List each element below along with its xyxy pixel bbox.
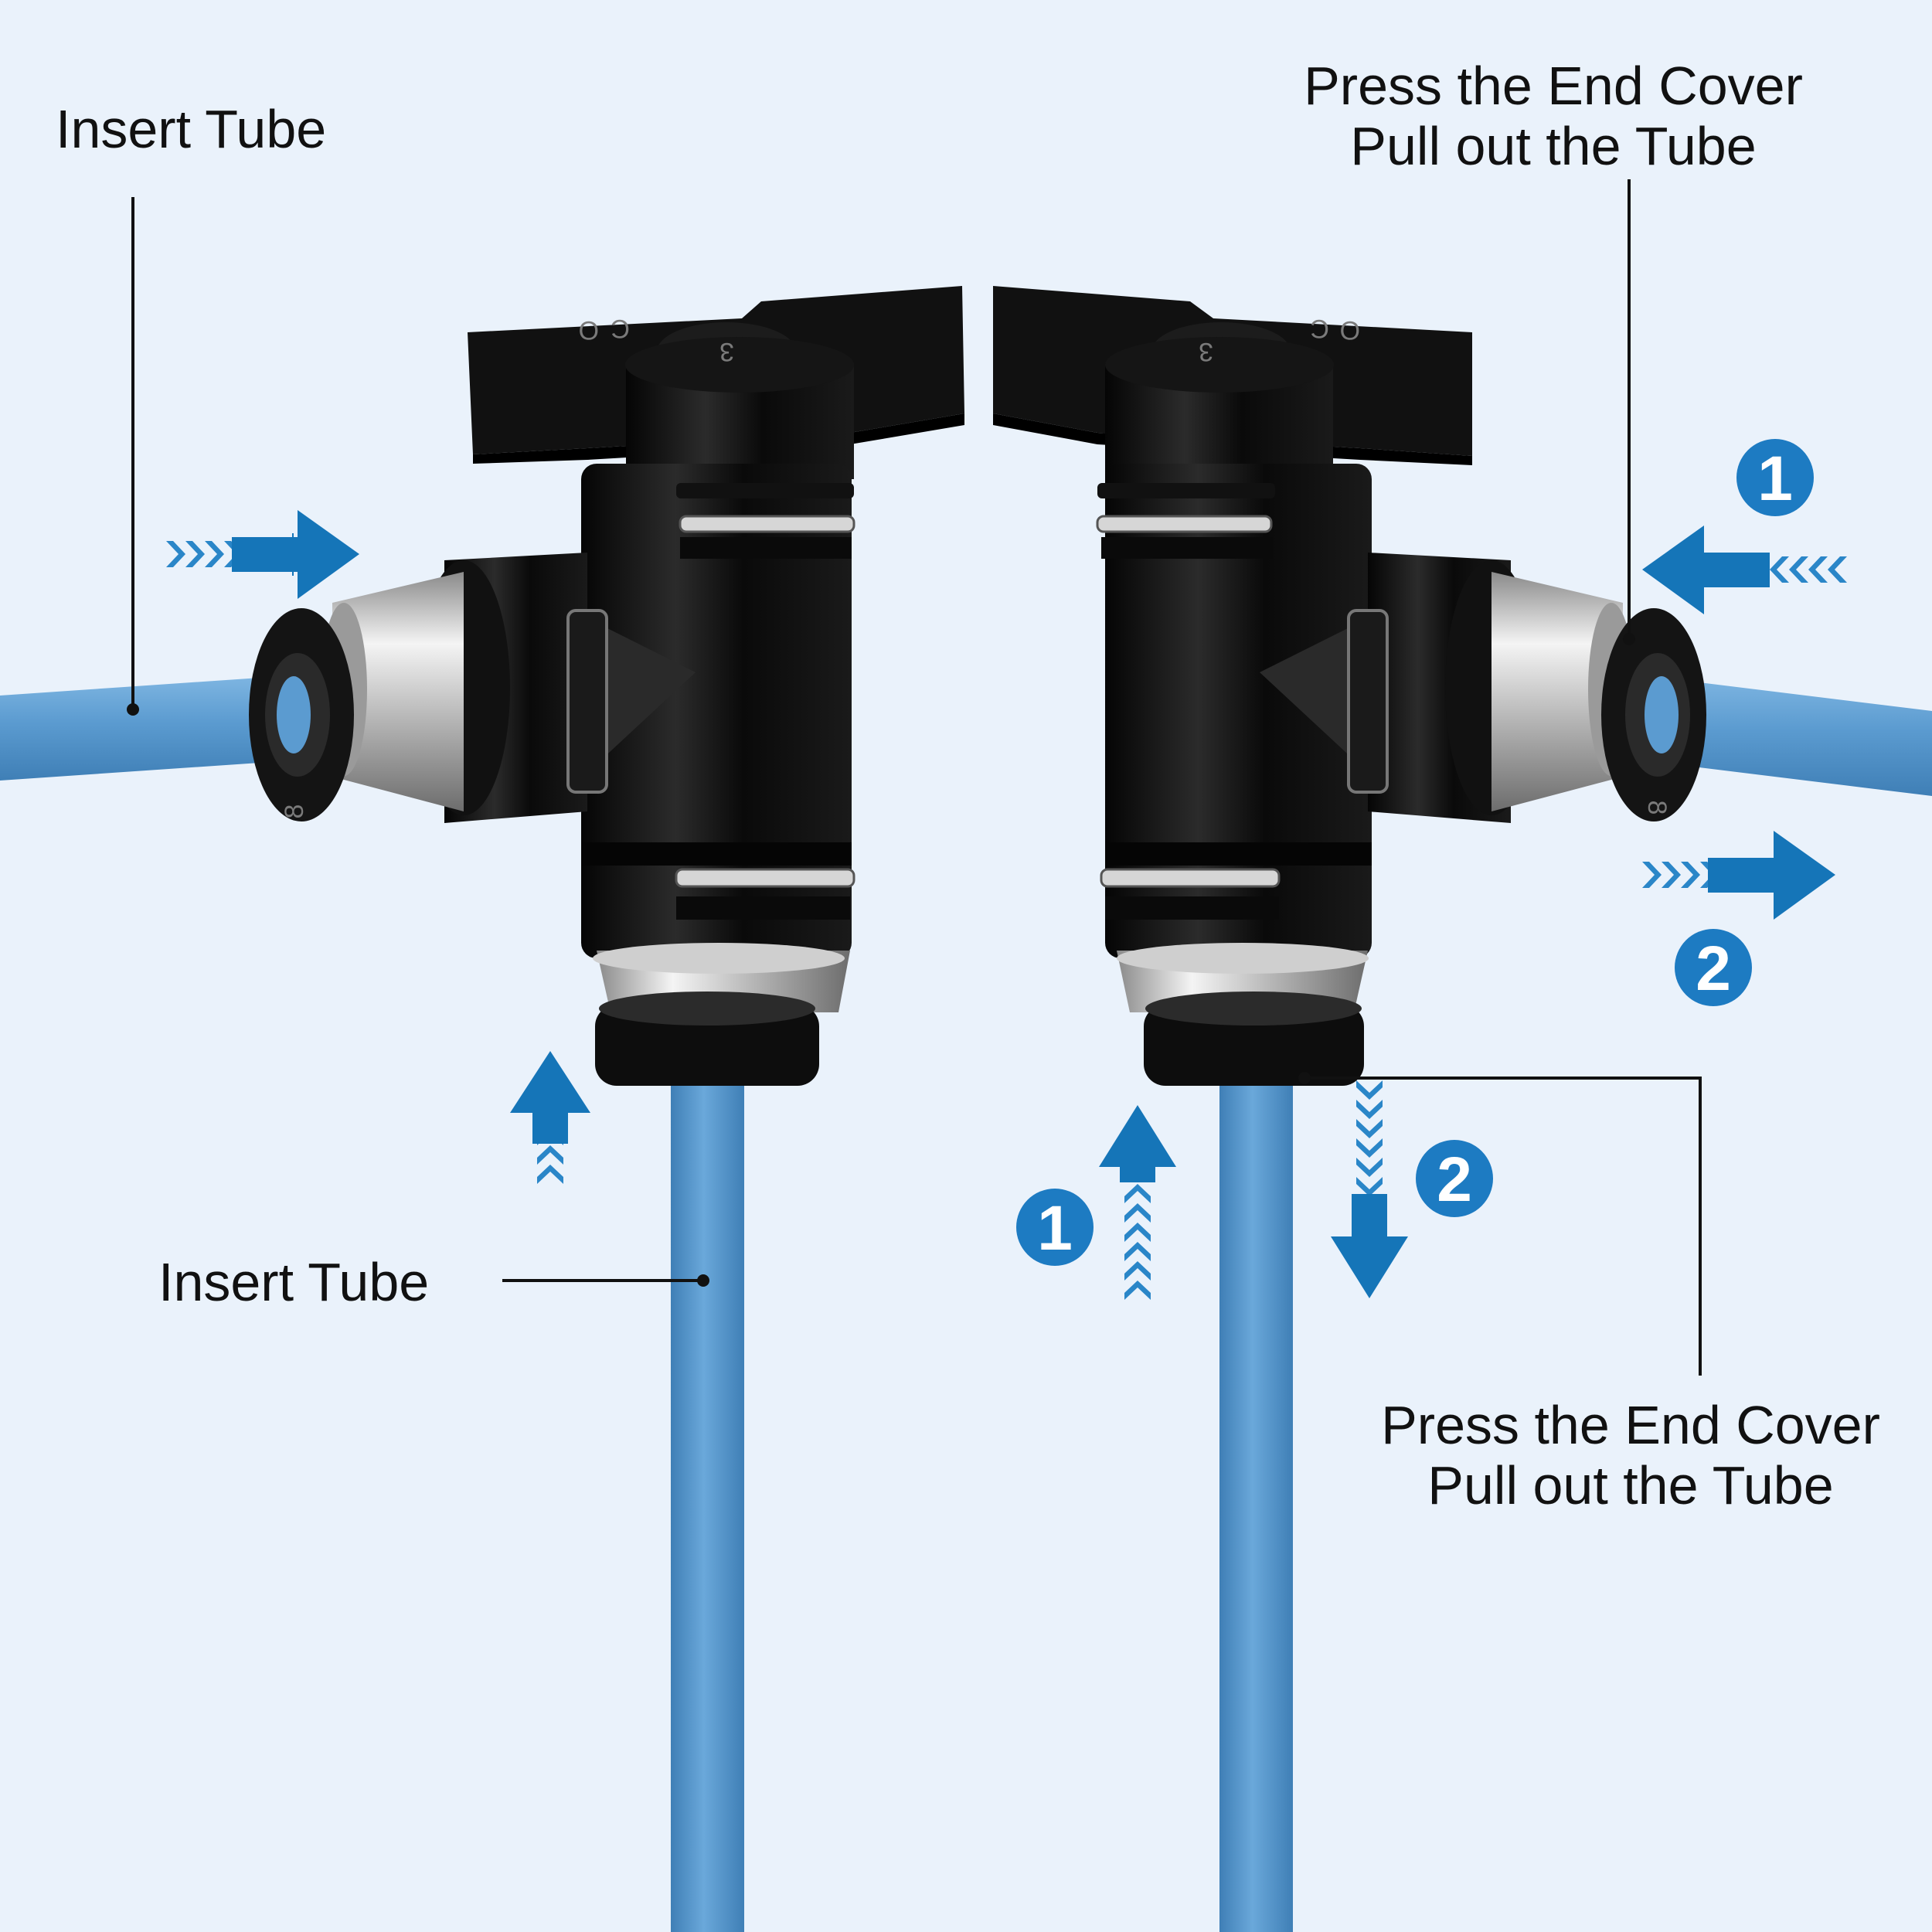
insert-arrow-left-right-icon <box>166 510 359 599</box>
leader-press-end-cover-top <box>1623 179 1635 645</box>
right-handle-mark-open: O <box>1340 315 1360 345</box>
left-valve-body <box>581 464 852 958</box>
step1-arrow-bottom-up-icon <box>1099 1105 1176 1300</box>
tube-right-horizontal[interactable] <box>1642 675 1932 796</box>
left-handle-mark-hub: 3 <box>719 337 734 366</box>
right-ball-valve-fitting: 8 O C 3 <box>993 286 1706 1086</box>
step-badge-2-right: 2 <box>1675 929 1752 1006</box>
right-side-port-mark: 8 <box>1642 801 1672 815</box>
press-bottom-line2: Pull out the Tube <box>1427 1455 1834 1515</box>
svg-text:1: 1 <box>1037 1193 1073 1264</box>
label-insert-tube-bottom: Insert Tube <box>158 1252 430 1312</box>
press-top-line2: Pull out the Tube <box>1350 116 1757 176</box>
label-insert-tube-top: Insert Tube <box>56 99 327 159</box>
svg-text:1: 1 <box>1757 444 1793 514</box>
tube-left-horizontal[interactable] <box>0 675 294 781</box>
step-badge-1-top-right: 1 <box>1736 439 1814 516</box>
leader-insert-tube-top <box>127 197 139 716</box>
press-bottom-line1: Press the End Cover <box>1381 1395 1880 1455</box>
insert-arrow-bottom-up-icon <box>510 1051 590 1184</box>
svg-text:2: 2 <box>1696 934 1731 1004</box>
svg-text:2: 2 <box>1437 1145 1472 1215</box>
leader-insert-tube-bottom <box>502 1274 709 1287</box>
right-handle-mark-closed: C <box>1310 314 1329 343</box>
leader-press-end-cover-bottom <box>1298 1072 1702 1376</box>
right-handle-mark-hub: 3 <box>1199 337 1213 366</box>
right-valve-body <box>1105 464 1372 958</box>
left-handle-mark-open: O <box>579 315 599 345</box>
step-badge-1-bottom: 1 <box>1016 1189 1094 1266</box>
left-side-port-mark: 8 <box>280 804 309 819</box>
step2-arrow-right-side-right-icon <box>1642 831 1835 920</box>
right-bottom-end-cover[interactable] <box>1144 1005 1364 1086</box>
left-ball-valve-fitting: 8 O C 3 <box>249 286 964 1086</box>
tube-right-vertical[interactable] <box>1219 1078 1293 1932</box>
press-top-line1: Press the End Cover <box>1304 56 1803 116</box>
label-press-end-cover-bottom: Press the End Cover Pull out the Tube <box>1345 1395 1917 1515</box>
step2-arrow-bottom-down-icon <box>1331 1080 1408 1298</box>
label-press-end-cover-top: Press the End Cover Pull out the Tube <box>1229 56 1878 176</box>
left-handle-mark-closed: C <box>611 314 630 343</box>
step1-arrow-right-side-left-icon <box>1642 526 1847 614</box>
step-badge-2-bottom: 2 <box>1416 1140 1493 1217</box>
left-bottom-end-cover[interactable] <box>595 1005 819 1086</box>
tube-left-vertical[interactable] <box>671 1078 744 1932</box>
